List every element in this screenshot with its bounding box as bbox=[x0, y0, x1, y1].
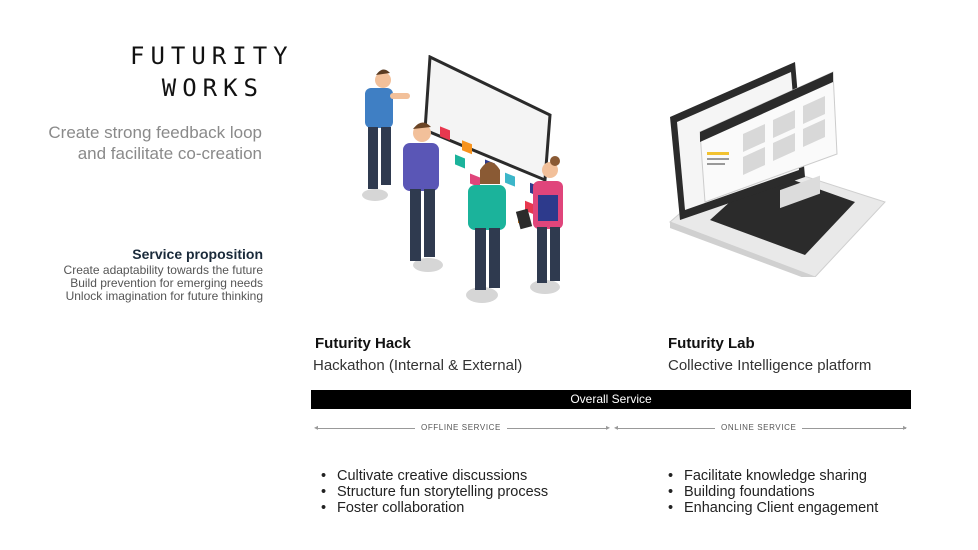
hackathon-people-illustration bbox=[362, 55, 563, 303]
service-proposition-line: Build prevention for emerging needs bbox=[70, 276, 263, 290]
list-item: Enhancing Client engagement bbox=[662, 500, 878, 516]
brand-line-2: WORKS bbox=[161, 74, 264, 102]
offline-service-label: OFFLINE SERVICE bbox=[415, 423, 507, 432]
brand-line-1: FUTURITY bbox=[130, 42, 294, 70]
futurity-hack-title: Futurity Hack bbox=[315, 335, 411, 352]
arrow-left-icon: ◂ bbox=[314, 423, 319, 432]
online-service-label: ONLINE SERVICE bbox=[715, 423, 803, 432]
laptop-platform-illustration bbox=[669, 62, 886, 277]
list-item: Facilitate knowledge sharing bbox=[662, 468, 878, 484]
person-figure bbox=[468, 162, 506, 290]
list-item: Building foundations bbox=[662, 484, 878, 500]
futurity-hack-subtitle: Hackathon (Internal & External) bbox=[313, 357, 523, 374]
list-item: Structure fun storytelling process bbox=[315, 484, 548, 500]
person-figure bbox=[515, 156, 563, 283]
list-item: Cultivate creative discussions bbox=[315, 468, 548, 484]
futurity-lab-subtitle: Collective Intelligence platform bbox=[668, 357, 872, 374]
service-proposition-lines: Create adaptability towards the future B… bbox=[0, 264, 263, 303]
service-proposition-line: Create adaptability towards the future bbox=[63, 263, 263, 277]
arrow-right-icon: ▸ bbox=[606, 423, 611, 432]
futurity-lab-title: Futurity Lab bbox=[668, 335, 755, 352]
tagline: Create strong feedback loop and facilita… bbox=[48, 123, 262, 163]
service-proposition-line: Unlock imagination for future thinking bbox=[65, 289, 263, 303]
list-item: Foster collaboration bbox=[315, 500, 548, 516]
arrow-right-icon: ▸ bbox=[903, 423, 908, 432]
offline-bullet-list: Cultivate creative discussions Structure… bbox=[315, 468, 548, 516]
arrow-left-icon: ◂ bbox=[614, 423, 619, 432]
content-cards bbox=[743, 96, 825, 175]
overall-service-bar: Overall Service bbox=[311, 390, 911, 409]
brand-logo: FUTURITY WORKS bbox=[130, 40, 294, 104]
online-bullet-list: Facilitate knowledge sharing Building fo… bbox=[662, 468, 878, 516]
person-figure bbox=[403, 122, 439, 261]
person-figure bbox=[365, 69, 410, 189]
service-proposition-title: Service proposition bbox=[132, 246, 263, 262]
